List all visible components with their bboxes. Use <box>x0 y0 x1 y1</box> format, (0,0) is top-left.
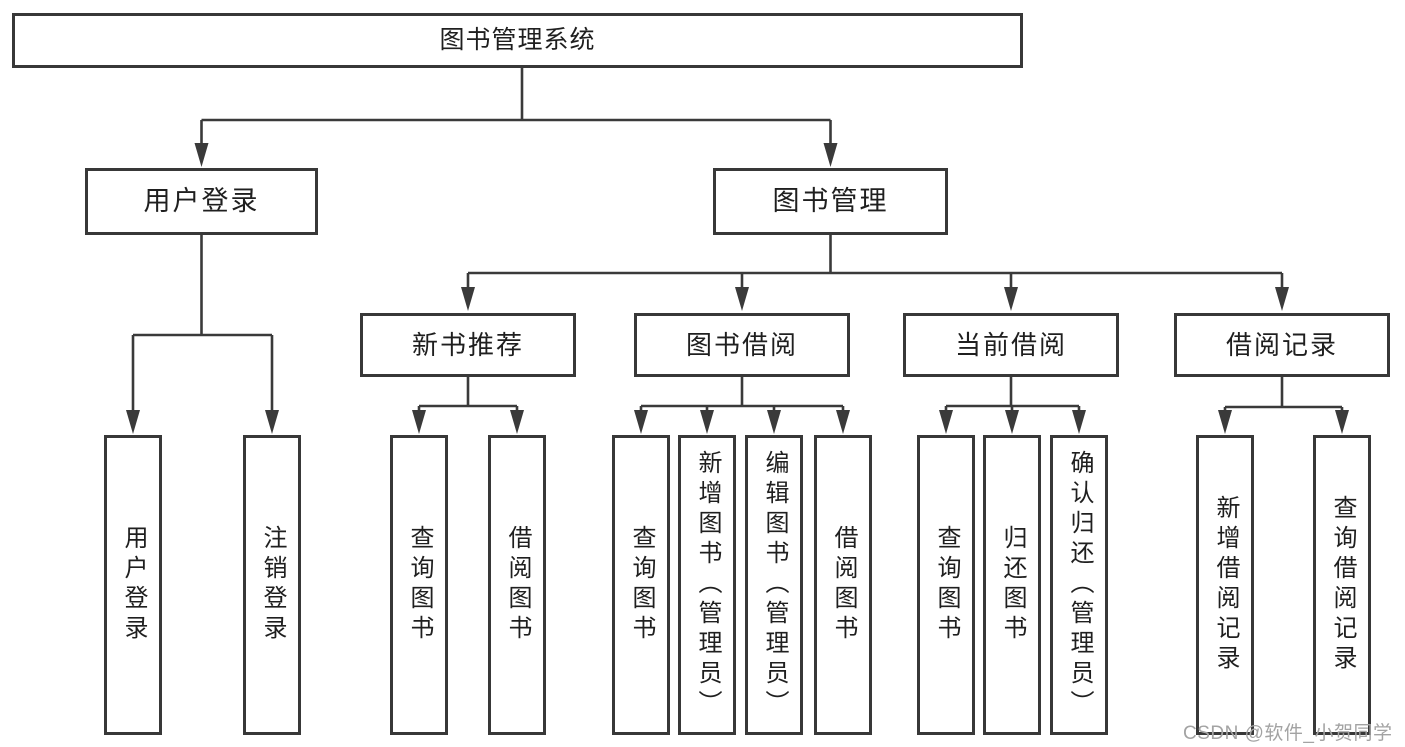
leaf-query-books-recommend: 查询图书 <box>390 435 448 735</box>
leaf-confirm-return-admin-label: 确认归还（管理员） <box>1066 450 1093 720</box>
node-borrow-records: 借阅记录 <box>1174 313 1390 377</box>
node-new-book-recommend: 新书推荐 <box>360 313 576 377</box>
leaf-edit-book-admin: 编辑图书（管理员） <box>745 435 803 735</box>
leaf-add-borrow-record-label: 新增借阅记录 <box>1212 495 1239 675</box>
node-new-book-recommend-label: 新书推荐 <box>411 330 524 360</box>
leaf-query-borrow-record: 查询借阅记录 <box>1313 435 1371 735</box>
node-borrow-records-label: 借阅记录 <box>1225 330 1338 360</box>
node-user-login: 用户登录 <box>85 168 318 235</box>
leaf-query-books-borrowing: 查询图书 <box>612 435 670 735</box>
leaf-borrow-books-recommend-label: 借阅图书 <box>504 525 531 645</box>
leaf-query-borrow-record-label: 查询借阅记录 <box>1329 495 1356 675</box>
leaf-query-books-recommend-label: 查询图书 <box>406 525 433 645</box>
node-book-borrowing: 图书借阅 <box>634 313 850 377</box>
connector-root-split <box>200 68 832 150</box>
connector-user-login-split <box>131 235 274 416</box>
connector-borrow-records-split <box>1223 377 1344 416</box>
node-current-borrowing: 当前借阅 <box>903 313 1119 377</box>
leaf-borrow-books-borrowing-label: 借阅图书 <box>830 525 857 645</box>
connector-book-management-split <box>466 235 1284 294</box>
leaf-query-books-current-label: 查询图书 <box>933 525 960 645</box>
leaf-return-books: 归还图书 <box>983 435 1041 735</box>
node-current-borrowing-label: 当前借阅 <box>954 330 1067 360</box>
node-book-management: 图书管理 <box>713 168 948 235</box>
leaf-confirm-return-admin: 确认归还（管理员） <box>1050 435 1108 735</box>
connector-book-borrowing-split <box>639 377 845 416</box>
leaf-add-book-admin: 新增图书（管理员） <box>678 435 736 735</box>
leaf-query-books-current: 查询图书 <box>917 435 975 735</box>
node-book-management-label: 图书管理 <box>772 186 889 216</box>
node-root: 图书管理系统 <box>12 13 1023 68</box>
leaf-logout-label: 注销登录 <box>259 525 286 645</box>
node-user-login-label: 用户登录 <box>143 186 260 216</box>
leaf-borrow-books-recommend: 借阅图书 <box>488 435 546 735</box>
connector-new-book-split <box>417 377 519 416</box>
leaf-user-login-label: 用户登录 <box>120 525 147 645</box>
leaf-add-borrow-record: 新增借阅记录 <box>1196 435 1254 735</box>
arrowheads <box>126 143 1349 434</box>
leaf-user-login: 用户登录 <box>104 435 162 735</box>
leaf-add-book-admin-label: 新增图书（管理员） <box>694 450 721 720</box>
node-book-borrowing-label: 图书借阅 <box>685 330 798 360</box>
leaf-borrow-books-borrowing: 借阅图书 <box>814 435 872 735</box>
node-root-label: 图书管理系统 <box>439 26 596 54</box>
leaf-logout: 注销登录 <box>243 435 301 735</box>
leaf-query-books-borrowing-label: 查询图书 <box>628 525 655 645</box>
watermark: CSDN @软件_小贺同学 <box>1183 723 1393 744</box>
leaf-edit-book-admin-label: 编辑图书（管理员） <box>761 450 788 720</box>
leaf-return-books-label: 归还图书 <box>999 525 1026 645</box>
